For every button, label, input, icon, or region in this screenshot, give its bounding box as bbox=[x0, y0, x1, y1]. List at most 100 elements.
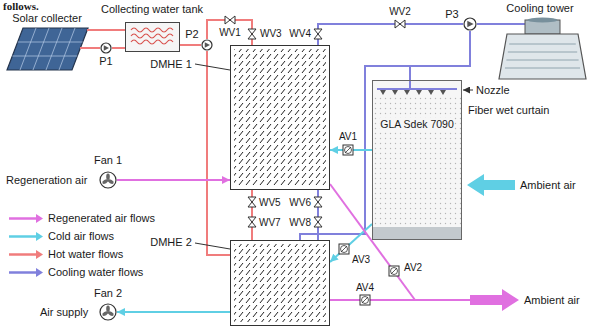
fan-blade bbox=[106, 306, 110, 312]
pump-symbol bbox=[100, 42, 112, 54]
part-label: Air supply bbox=[40, 306, 88, 319]
legend-arrow-line bbox=[9, 271, 37, 274]
node-label: GLA Sdek 7090 bbox=[380, 118, 454, 131]
air-valve-disc bbox=[341, 246, 348, 253]
legend-item: Hot water flows bbox=[8, 248, 123, 261]
legend-arrow-line bbox=[9, 253, 37, 256]
legend-label: Cold air flows bbox=[48, 230, 114, 243]
node-label: DMHE 2 bbox=[150, 236, 192, 249]
air-valve-symbol bbox=[360, 295, 370, 305]
part-label: follows. bbox=[3, 0, 39, 13]
louver bbox=[509, 44, 576, 45]
nozzle bbox=[416, 90, 422, 95]
fan-casing bbox=[100, 172, 116, 188]
nozzle-leader bbox=[463, 90, 473, 91]
panel-grid bbox=[20, 28, 36, 70]
pump-casing bbox=[202, 40, 212, 50]
fan-symbol bbox=[99, 171, 117, 189]
legend-item: Regenerated air flows bbox=[8, 212, 155, 225]
fan-casing bbox=[100, 304, 116, 320]
air-valve-blade bbox=[391, 268, 397, 274]
heating-coil bbox=[126, 23, 179, 51]
pipe-connector bbox=[477, 23, 495, 25]
node-label: Cooling tower bbox=[506, 2, 573, 15]
part-label: WV7 bbox=[259, 217, 281, 229]
legend-arrow-line bbox=[9, 235, 37, 238]
nozzle bbox=[428, 90, 434, 95]
air-valve-body bbox=[339, 244, 349, 254]
valve-symbol bbox=[248, 217, 256, 227]
air-valve-body bbox=[360, 295, 370, 305]
node-label: P3 bbox=[445, 8, 458, 21]
pump-impeller bbox=[467, 21, 473, 28]
pipe-connector bbox=[410, 31, 470, 80]
leader-line bbox=[195, 64, 230, 70]
pipe-connector bbox=[318, 24, 463, 45]
fan-blade bbox=[106, 174, 110, 180]
pipe-stub bbox=[87, 29, 90, 31]
coil-wave bbox=[131, 34, 173, 38]
pump-symbol bbox=[201, 39, 213, 51]
heat-exchanger: DMHE 1 bbox=[230, 45, 330, 190]
pipe-connector bbox=[207, 20, 252, 45]
node-label: P2 bbox=[185, 28, 198, 41]
valve-symbol bbox=[395, 20, 405, 28]
part-label: AV2 bbox=[404, 262, 422, 274]
fan-blade bbox=[528, 18, 558, 23]
legend-label: Hot water flows bbox=[48, 248, 123, 261]
part-label: Regeneration air bbox=[6, 174, 87, 187]
node-label: Solar collecter bbox=[12, 12, 82, 25]
air-valve-symbol bbox=[339, 244, 349, 254]
node-label: Collecting water tank bbox=[101, 3, 203, 16]
legend-sample bbox=[8, 266, 44, 279]
fan-blade bbox=[107, 310, 114, 316]
exchanger-channels bbox=[234, 244, 326, 322]
cooling-tower: Cooling tower bbox=[495, 18, 590, 80]
nozzle bbox=[392, 90, 398, 95]
pump: P1 bbox=[100, 42, 112, 54]
water-tank: Collecting water tank bbox=[125, 22, 180, 52]
node-label: Fan 2 bbox=[94, 287, 122, 300]
nozzle bbox=[380, 90, 386, 95]
air-valve-blade bbox=[341, 246, 347, 252]
part-label: WV4 bbox=[289, 28, 311, 40]
coil-wave bbox=[131, 40, 173, 44]
tower-body bbox=[499, 34, 586, 79]
exchanger-channels bbox=[234, 49, 326, 186]
valve-symbol bbox=[248, 29, 256, 39]
part-label: Ambient air bbox=[524, 294, 580, 307]
louver bbox=[506, 60, 578, 61]
nozzle bbox=[440, 90, 446, 95]
solar-collector: Solar collecter bbox=[5, 12, 90, 72]
panel-grid bbox=[59, 28, 75, 70]
part-label: WV1 bbox=[219, 27, 241, 39]
pump-casing bbox=[101, 43, 111, 53]
pump-symbol bbox=[463, 17, 477, 31]
solar-panel bbox=[5, 26, 90, 72]
wet-curtain-fill bbox=[373, 81, 461, 239]
water-basin bbox=[373, 227, 461, 239]
legend-sample bbox=[8, 230, 44, 243]
air-valve-disc bbox=[391, 268, 398, 275]
air-valve-body bbox=[389, 266, 399, 276]
ambient-air-arrow bbox=[470, 289, 519, 311]
pipe-stub bbox=[495, 23, 525, 25]
legend-arrow-head bbox=[36, 232, 43, 241]
heat-exchanger-core bbox=[231, 241, 329, 325]
legend-label: Cooling water flows bbox=[48, 266, 143, 279]
part-label: WV8 bbox=[289, 217, 311, 229]
leader-line bbox=[195, 243, 230, 249]
valve-symbol bbox=[225, 16, 235, 24]
pipe-stub bbox=[409, 81, 411, 89]
legend-arrow-line bbox=[9, 217, 37, 220]
panel-face bbox=[7, 28, 88, 70]
air-valve-blade bbox=[362, 297, 368, 303]
legend-arrow-head bbox=[36, 268, 43, 277]
node-label: DMHE 1 bbox=[150, 58, 192, 71]
wet-curtain: Fiber wet curtainGLA Sdek 7090 bbox=[372, 80, 462, 240]
fan: Fan 1 bbox=[99, 171, 117, 189]
cooling-tower-drawing bbox=[495, 18, 590, 80]
fan: Fan 2 bbox=[99, 303, 117, 321]
part-label: WV2 bbox=[389, 6, 411, 18]
part-label: AV3 bbox=[352, 254, 370, 266]
